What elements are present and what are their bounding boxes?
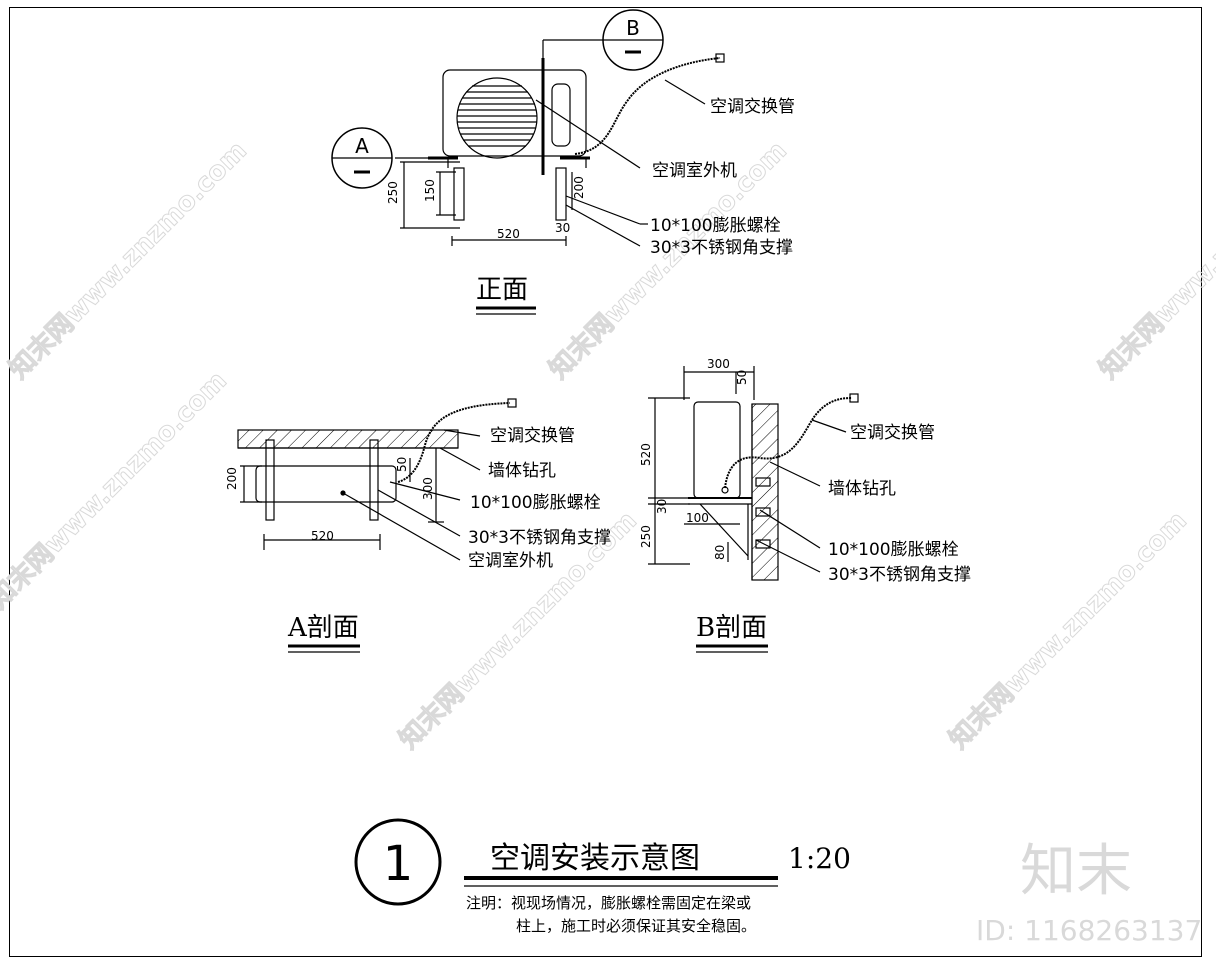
wall-hatch-b (751, 403, 779, 581)
bracket-label: 30*3不锈钢角支撑 (650, 238, 793, 258)
svg-text:B: B (626, 16, 640, 40)
drawing-border (9, 7, 1202, 957)
svg-text:50: 50 (395, 457, 409, 472)
id-text: ID: 1168263137 (976, 914, 1202, 947)
section-b-text: 300 50 520 30 100 250 80 空调交换管 墙体钻孔 10*1… (639, 357, 971, 653)
svg-text:A: A (355, 134, 369, 158)
section-a-view (237, 398, 517, 561)
svg-text:30*3不锈钢角支撑: 30*3不锈钢角支撑 (468, 528, 611, 548)
brand-watermark: 知末 ID: 1168263137 (976, 839, 1202, 947)
section-marker-a: A (331, 127, 393, 189)
watermark-text: 知末网www.znzmo.com (1094, 136, 1216, 385)
bracket-right (555, 167, 567, 221)
svg-text:墙体钻孔: 墙体钻孔 (488, 461, 556, 481)
svg-text:200: 200 (572, 176, 586, 199)
section-b-view (648, 366, 859, 581)
svg-text:30*3不锈钢角支撑: 30*3不锈钢角支撑 (828, 565, 971, 585)
watermark-text: 知末网www.znzmo.com (944, 506, 1193, 755)
svg-text:300: 300 (707, 357, 730, 371)
section-a-text: 空调交换管 墙体钻孔 10*100膨胀螺栓 30*3不锈钢角支撑 空调室外机 2… (225, 426, 611, 653)
svg-text:300: 300 (421, 477, 435, 500)
svg-text:250: 250 (386, 181, 400, 204)
svg-text:520: 520 (639, 443, 653, 466)
svg-text:30: 30 (655, 499, 669, 514)
svg-text:墙体钻孔: 墙体钻孔 (828, 479, 896, 499)
drawing-title: 空调安装示意图 (490, 841, 700, 876)
title-block: 1 空调安装示意图 1:20 注明：视现场情况，膨胀螺栓需固定在梁或 柱上，施工… (354, 818, 851, 935)
svg-text:520: 520 (311, 529, 334, 543)
brand-logo: 知末 (1020, 839, 1132, 904)
note-line-2: 柱上，施工时必须保证其安全稳固。 (516, 917, 756, 935)
drawing-number: 1 (383, 836, 414, 892)
svg-text:空调交换管: 空调交换管 (850, 423, 935, 443)
bracket-a1 (265, 439, 275, 521)
svg-text:空调室外机: 空调室外机 (468, 551, 553, 571)
unit-side (693, 401, 741, 499)
svg-text:150: 150 (423, 179, 437, 202)
unit-label: 空调室外机 (652, 161, 737, 181)
svg-text:10*100膨胀螺栓: 10*100膨胀螺栓 (828, 540, 959, 560)
front-view-text: 空调交换管 空调室外机 10*100膨胀螺栓 30*3不锈钢角支撑 250 15… (386, 97, 795, 315)
svg-text:520: 520 (497, 227, 520, 241)
svg-text:50: 50 (735, 370, 749, 385)
bracket-a2 (369, 439, 379, 521)
view-title-a: A剖面 (287, 613, 359, 643)
svg-text:80: 80 (713, 545, 727, 560)
svg-text:250: 250 (639, 525, 653, 548)
outdoor-unit-body (442, 69, 587, 157)
svg-text:空调交换管: 空调交换管 (490, 426, 575, 446)
watermark-text: 知末网www.znzmo.com (4, 136, 253, 385)
bolt-label: 10*100膨胀螺栓 (650, 216, 781, 236)
drawing-scale: 1:20 (788, 842, 851, 875)
front-view (395, 39, 725, 247)
svg-text:200: 200 (225, 467, 239, 490)
section-marker-b: B (602, 9, 664, 71)
svg-text:10*100膨胀螺栓: 10*100膨胀螺栓 (470, 493, 601, 513)
view-title-b: B剖面 (696, 613, 767, 643)
bracket-left (453, 167, 465, 221)
svg-text:30: 30 (555, 221, 570, 235)
watermark-text: 知末网www.znzmo.com (0, 366, 233, 615)
wall-hatch (237, 429, 459, 449)
fan-grille (456, 77, 538, 159)
note-line-1: 注明：视现场情况，膨胀螺栓需固定在梁或 (466, 894, 751, 912)
side-panel (551, 83, 571, 147)
unit-plan (255, 465, 397, 503)
svg-text:100: 100 (686, 511, 709, 525)
view-title-front: 正面 (476, 275, 528, 305)
pipe-label: 空调交换管 (710, 97, 795, 117)
